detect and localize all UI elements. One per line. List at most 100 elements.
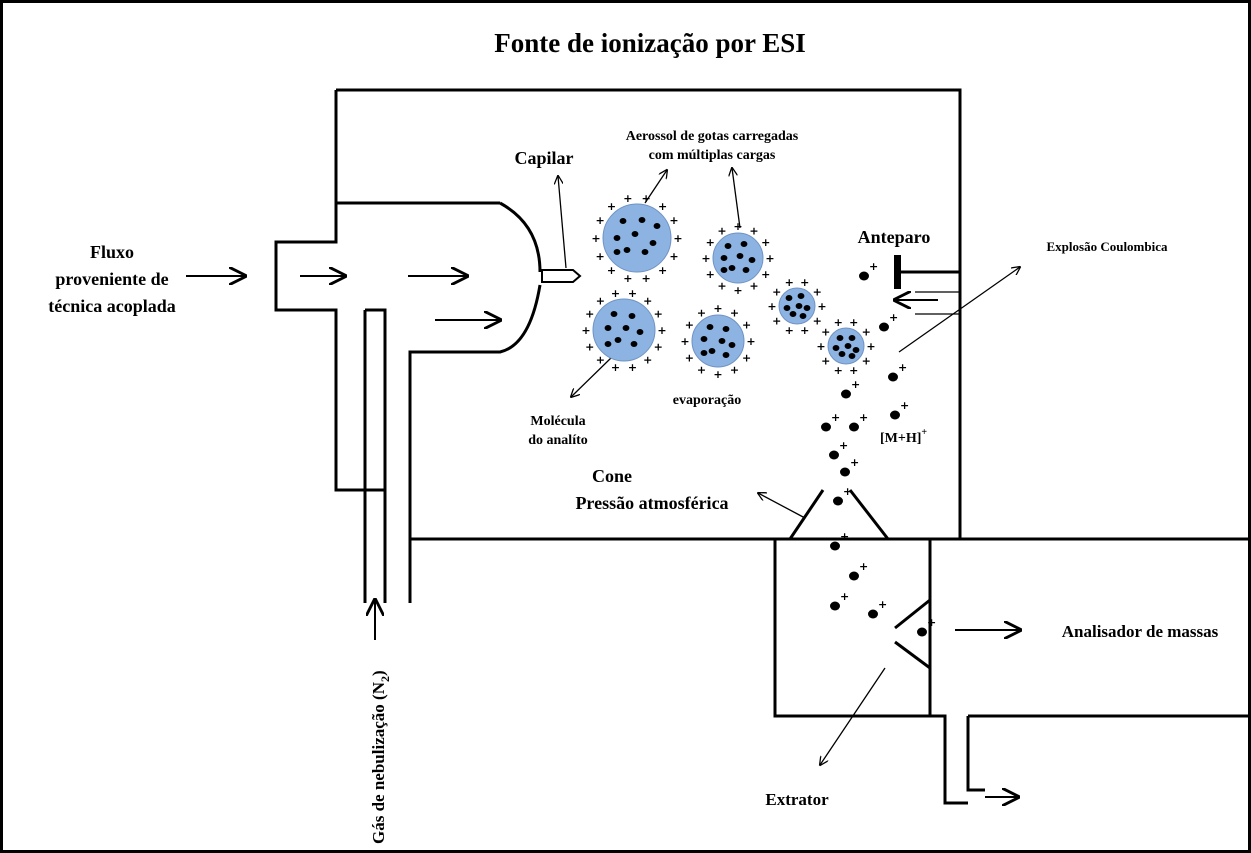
label-fluxo-1: Fluxo	[90, 242, 134, 262]
label-gas: Gás de nebulização (N2)	[369, 670, 392, 844]
label-capilar: Capilar	[514, 148, 573, 168]
svg-text:+: +	[839, 439, 848, 452]
droplet: ++++++++++++++	[591, 192, 682, 285]
ion: +	[890, 399, 909, 420]
svg-text:+: +	[851, 378, 860, 391]
droplet: ++++++++++++	[680, 302, 755, 381]
svg-text:+: +	[862, 355, 871, 368]
svg-text:+: +	[706, 268, 715, 281]
anteparo-baffle	[894, 255, 960, 315]
label-aerossol-2: com múltiplas cargas	[649, 148, 776, 163]
svg-text:+: +	[816, 340, 825, 353]
ion: +	[868, 598, 887, 619]
label-anteparo: Anteparo	[858, 227, 931, 247]
label-aerossol-1: Aerossol de gotas carregadas	[626, 129, 799, 144]
svg-text:+: +	[669, 250, 678, 263]
droplet: ++++++++++	[816, 316, 875, 377]
label-cone: Cone	[592, 466, 632, 486]
svg-text:+: +	[746, 335, 755, 348]
svg-text:+: +	[685, 319, 694, 332]
svg-text:+: +	[869, 260, 878, 273]
svg-text:+: +	[813, 285, 822, 298]
svg-text:+: +	[595, 250, 604, 263]
svg-text:+: +	[607, 264, 616, 277]
svg-text:+: +	[785, 324, 794, 337]
svg-text:+: +	[821, 325, 830, 338]
ion: +	[859, 260, 878, 281]
ion: +	[830, 590, 849, 611]
droplet: ++++++++++	[767, 276, 826, 337]
label-molecula-1: Molécula	[530, 414, 585, 429]
svg-text:+: +	[697, 306, 706, 319]
charged-droplets: ++++++++++++++++++++++++++++++++++++++++…	[581, 192, 875, 381]
svg-text:+: +	[591, 232, 600, 245]
svg-text:+: +	[843, 485, 852, 498]
droplet: ++++++++++++++	[581, 287, 666, 374]
svg-text:+: +	[706, 236, 715, 249]
svg-text:+: +	[749, 280, 758, 293]
svg-text:+: +	[658, 200, 667, 213]
pointer-lines	[558, 168, 1020, 765]
diagram-title: Fonte de ionização por ESI	[494, 28, 806, 58]
label-fluxo-2: proveniente de	[55, 269, 168, 289]
svg-text:+: +	[840, 530, 849, 543]
svg-text:+: +	[733, 284, 742, 297]
svg-text:+: +	[927, 616, 936, 629]
svg-text:+: +	[850, 456, 859, 469]
svg-text:+: +	[840, 590, 849, 603]
svg-text:+: +	[713, 302, 722, 315]
svg-text:+: +	[697, 364, 706, 377]
ion: +	[841, 378, 860, 399]
svg-text:+: +	[642, 272, 651, 285]
svg-text:+: +	[628, 361, 637, 374]
label-mh: [M+H]+	[880, 427, 927, 446]
svg-text:+: +	[717, 280, 726, 293]
svg-text:+: +	[831, 411, 840, 424]
svg-text:+: +	[673, 232, 682, 245]
svg-text:+: +	[654, 308, 663, 321]
ion: +	[879, 311, 898, 332]
ion: +	[849, 560, 868, 581]
svg-text:+: +	[900, 399, 909, 412]
flow-arrows	[186, 276, 1020, 797]
svg-text:+: +	[859, 411, 868, 424]
ion: +	[849, 411, 868, 432]
svg-text:+: +	[713, 368, 722, 381]
svg-text:+: +	[680, 335, 689, 348]
svg-text:+: +	[581, 324, 590, 337]
svg-text:+: +	[654, 340, 663, 353]
label-fluxo-3: técnica acoplada	[48, 296, 176, 316]
cone-and-extractor	[773, 489, 1251, 805]
svg-text:+: +	[742, 319, 751, 332]
svg-text:+: +	[643, 354, 652, 367]
svg-text:+: +	[642, 192, 651, 205]
ion: +	[830, 530, 849, 551]
svg-text:+: +	[595, 214, 604, 227]
svg-text:+: +	[611, 287, 620, 300]
ion: +	[833, 485, 852, 506]
svg-text:+: +	[898, 361, 907, 374]
capillary-tip	[541, 269, 582, 283]
svg-text:+: +	[817, 300, 826, 313]
svg-text:+: +	[611, 361, 620, 374]
svg-text:+: +	[701, 252, 710, 265]
svg-text:+: +	[585, 340, 594, 353]
svg-text:+: +	[730, 364, 739, 377]
svg-text:+: +	[623, 272, 632, 285]
droplet: ++++++++++++	[701, 220, 774, 297]
svg-text:+: +	[643, 294, 652, 307]
svg-text:+: +	[765, 252, 774, 265]
svg-text:+: +	[889, 311, 898, 324]
svg-text:+: +	[761, 236, 770, 249]
svg-text:+: +	[685, 352, 694, 365]
svg-text:+: +	[785, 276, 794, 289]
svg-text:+: +	[772, 315, 781, 328]
svg-text:+: +	[761, 268, 770, 281]
ion: +	[829, 439, 848, 460]
svg-text:+: +	[862, 325, 871, 338]
ion: +	[821, 411, 840, 432]
svg-text:+: +	[596, 294, 605, 307]
svg-text:+: +	[800, 324, 809, 337]
